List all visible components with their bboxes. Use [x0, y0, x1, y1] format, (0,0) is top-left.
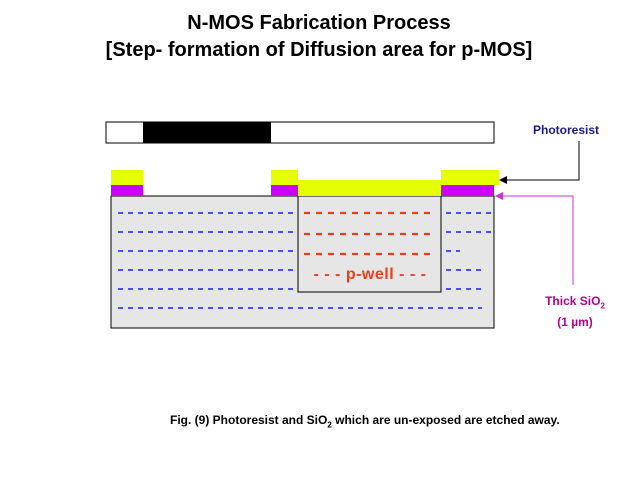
photoresist-over-pwell — [298, 180, 441, 196]
photoresist-right — [441, 170, 499, 185]
title-line-1: N-MOS Fabrication Process — [187, 12, 451, 34]
thick-sio2-label: Thick SiO2 (1 µm) — [540, 293, 610, 331]
sio2-right — [441, 185, 494, 196]
sio2-middle — [271, 185, 298, 196]
photoresist-arrow-line — [506, 141, 580, 181]
sio2-arrow-head — [495, 192, 503, 200]
caption-prefix: Fig. (9) Photoresist and SiO — [170, 413, 328, 427]
sio2-left — [111, 185, 143, 196]
figure-caption: Fig. (9) Photoresist and SiO2 which are … — [170, 413, 560, 429]
thick-sio2-text: Thick SiO — [545, 294, 601, 308]
photoresist-middle — [271, 170, 298, 185]
photoresist-left — [111, 170, 143, 185]
caption-suffix: which are un-exposed are etched away. — [331, 413, 560, 427]
mask-opaque-region — [143, 122, 271, 143]
n-substrate-doping-lines — [118, 212, 492, 309]
p-well-label: - - - p-well - - - — [313, 266, 427, 283]
photoresist-arrow-head — [499, 176, 507, 184]
caption-subscript: 2 — [327, 420, 332, 430]
photoresist-label: Photoresist — [533, 123, 600, 137]
title-line-2: [Step- formation of Diffusion area for p… — [105, 39, 533, 61]
thick-sio2-thickness: (1 µm) — [557, 315, 593, 330]
thick-sio2-subscript: 2 — [600, 301, 605, 311]
sio2-arrow-line — [502, 195, 574, 285]
p-well-doping-lines — [304, 211, 436, 256]
